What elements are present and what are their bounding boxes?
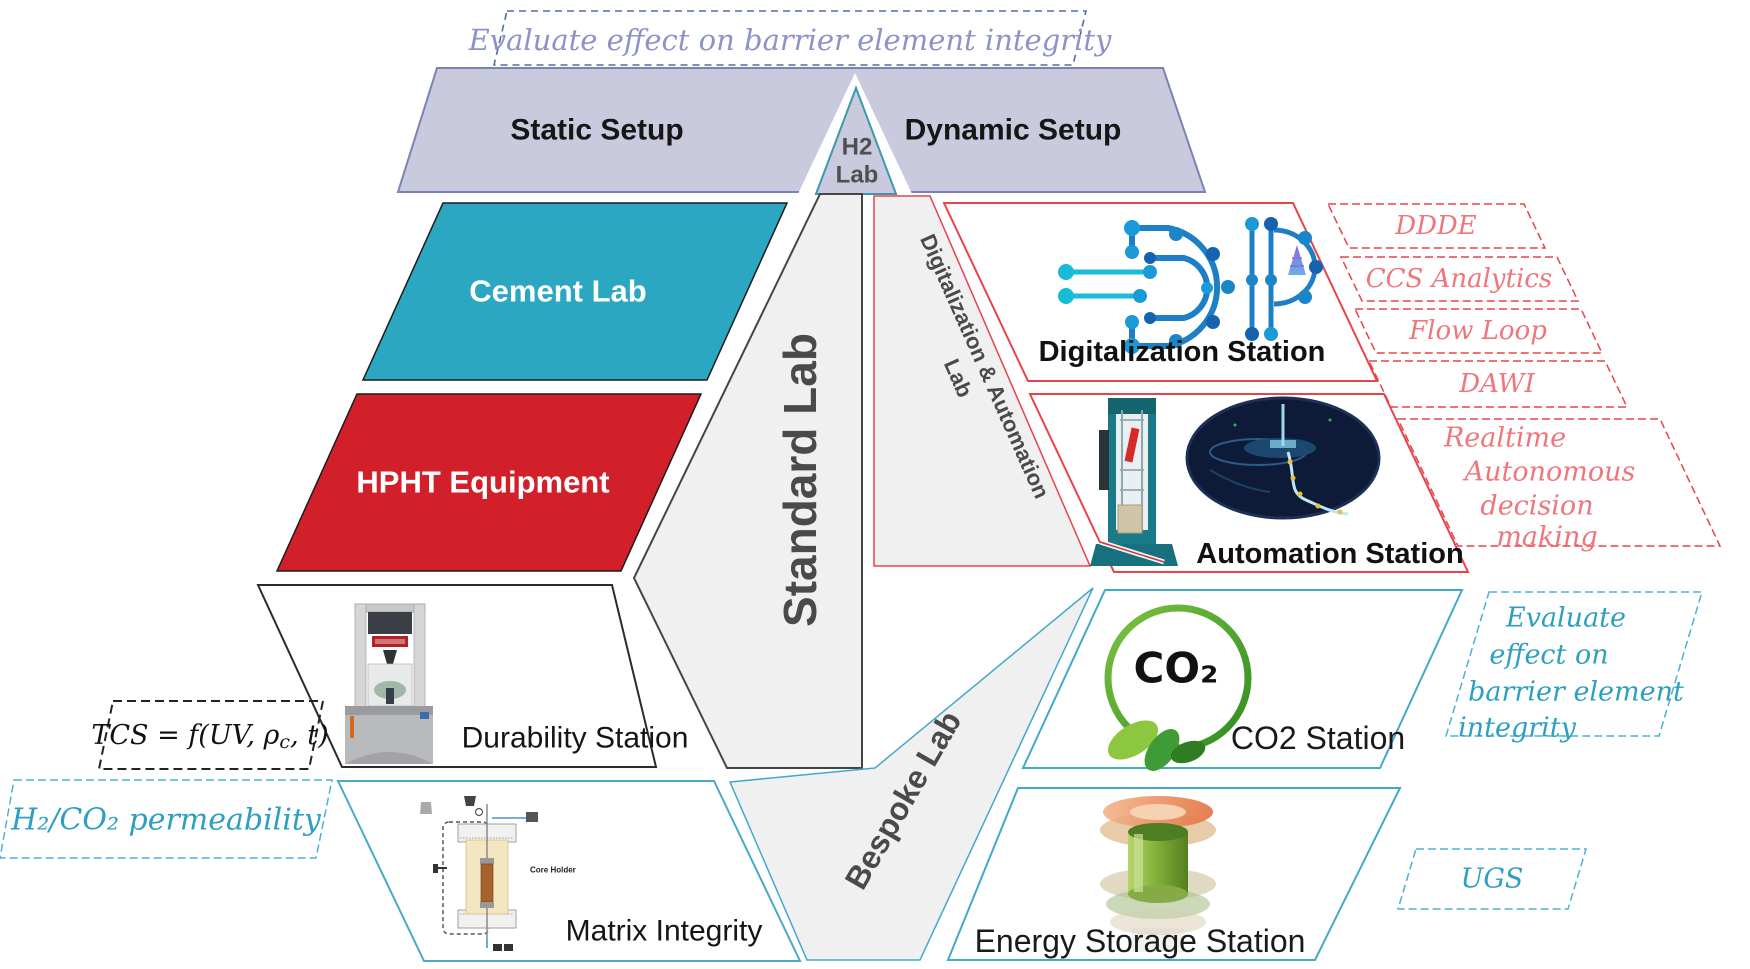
red-tag-dawi: DAWI xyxy=(1367,360,1629,408)
red-tag-realtime-line4: making xyxy=(1496,522,1597,553)
red-tag-flow-loop-box xyxy=(1353,308,1604,354)
red-tag-realtime-line3: decision xyxy=(1480,491,1593,522)
bespoke-lab-polygon xyxy=(728,587,1094,961)
standard-lab-shape: Standard Lab xyxy=(632,193,863,769)
top-annotation-text: Evaluate effect on barrier element integ… xyxy=(468,23,1112,57)
red-tag-ddde: DDDE xyxy=(1326,203,1547,249)
matrix-integrity-box: Core Holder Matrix Integrity xyxy=(336,780,802,962)
hpht-equipment-box: HPHT Equipment xyxy=(275,393,703,572)
red-tag-dawi-box xyxy=(1367,360,1629,408)
dynamic-setup-label: Dynamic Setup xyxy=(905,114,1122,147)
matrix-integrity-shape xyxy=(336,780,802,962)
teal-tag-evaluate-box xyxy=(1444,591,1704,737)
teal-tag-ugs: UGS xyxy=(1396,848,1588,910)
teal-tag-evaluate: Evaluate effect on barrier element integ… xyxy=(1444,591,1704,744)
teal-tag-evaluate-line3: barrier element xyxy=(1468,677,1684,708)
automation-rig-image xyxy=(1090,398,1178,566)
automation-station-box: Automation Station xyxy=(1028,393,1470,573)
digitalization-station-label: Digitalization Station xyxy=(1039,336,1326,368)
red-tag-realtime-box xyxy=(1396,418,1722,547)
standard-lab-polygon xyxy=(632,193,863,769)
matrix-schematic-image: Core Holder xyxy=(420,796,576,951)
dp-logo-image xyxy=(1058,217,1323,354)
tcs-formula-text: TCS = f(UV, ρc, t) xyxy=(91,720,328,754)
teal-tag-evaluate-line2: effect on xyxy=(1489,640,1608,671)
tcs-formula-box xyxy=(97,700,325,770)
cement-lab-shape xyxy=(361,202,789,381)
red-tag-realtime-line1: Realtime xyxy=(1443,423,1566,454)
permeability-box xyxy=(0,779,333,859)
cement-lab-box: Cement Lab xyxy=(361,202,789,381)
h2-lab-label-line1: H2 xyxy=(842,134,873,161)
co2-logo-text: CO₂ xyxy=(1134,644,1219,693)
black-tag-tcs-formula: TCS = f(UV, ρc, t) xyxy=(91,700,329,770)
derrick-icon xyxy=(1288,245,1306,275)
permeability-text: H₂/CO₂ permeability xyxy=(10,803,322,838)
teal-tag-ugs-text: UGS xyxy=(1461,864,1524,895)
co2-station-box: CO₂ CO2 Station xyxy=(1021,589,1464,772)
red-tag-realtime-line2: Autonomous xyxy=(1462,457,1636,488)
digitalization-station-box: Digitalization Station xyxy=(942,202,1379,382)
co2-station-label: CO2 Station xyxy=(1231,720,1405,756)
subsea-field-image xyxy=(1185,396,1381,520)
setup-band: Static Setup Dynamic Setup H2 Lab xyxy=(396,67,1207,196)
red-tag-realtime: Realtime Autonomous decision making xyxy=(1396,418,1722,553)
red-tag-ccs-box xyxy=(1339,256,1580,302)
hpht-equipment-label: HPHT Equipment xyxy=(356,465,609,500)
red-tag-ccs-analytics: CCS Analytics xyxy=(1339,256,1580,302)
co2-logo-image: CO₂ xyxy=(1104,604,1252,772)
durability-station-box: Durability Station xyxy=(256,584,689,768)
red-tag-ddde-text: DDDE xyxy=(1394,211,1477,241)
red-tag-flow-loop-text: Flow Loop xyxy=(1408,316,1547,346)
automation-station-label: Automation Station xyxy=(1196,538,1463,570)
teal-tag-evaluate-line1: Evaluate xyxy=(1505,603,1626,634)
core-holder-label: Core Holder xyxy=(530,866,576,875)
cement-lab-label: Cement Lab xyxy=(469,274,646,309)
top-annotation-box xyxy=(492,10,1088,66)
static-setup-label: Static Setup xyxy=(510,114,683,147)
h2-lab-label-line2: Lab xyxy=(836,162,879,189)
matrix-integrity-label: Matrix Integrity xyxy=(566,915,763,948)
top-annotation: Evaluate effect on barrier element integ… xyxy=(468,10,1112,66)
energy-storage-station-box: Energy Storage Station xyxy=(946,787,1402,961)
teal-tag-evaluate-line4: integrity xyxy=(1458,713,1577,744)
standard-lab-label: Standard Lab xyxy=(774,333,826,627)
teal-tag-ugs-box xyxy=(1396,848,1588,910)
red-tag-dawi-text: DAWI xyxy=(1458,369,1535,399)
red-tag-ccs-text: CCS Analytics xyxy=(1366,264,1553,294)
energy-storage-label: Energy Storage Station xyxy=(975,923,1306,959)
red-tag-flow-loop: Flow Loop xyxy=(1353,308,1604,354)
setup-band-shape xyxy=(396,67,1207,193)
durability-machine-image xyxy=(345,603,433,764)
teal-tag-permeability: H₂/CO₂ permeability xyxy=(0,779,333,859)
energy-storage-image xyxy=(1100,796,1216,952)
red-tag-ddde-box xyxy=(1326,203,1547,249)
hpht-equipment-shape xyxy=(275,393,703,572)
durability-station-label: Durability Station xyxy=(462,722,689,755)
